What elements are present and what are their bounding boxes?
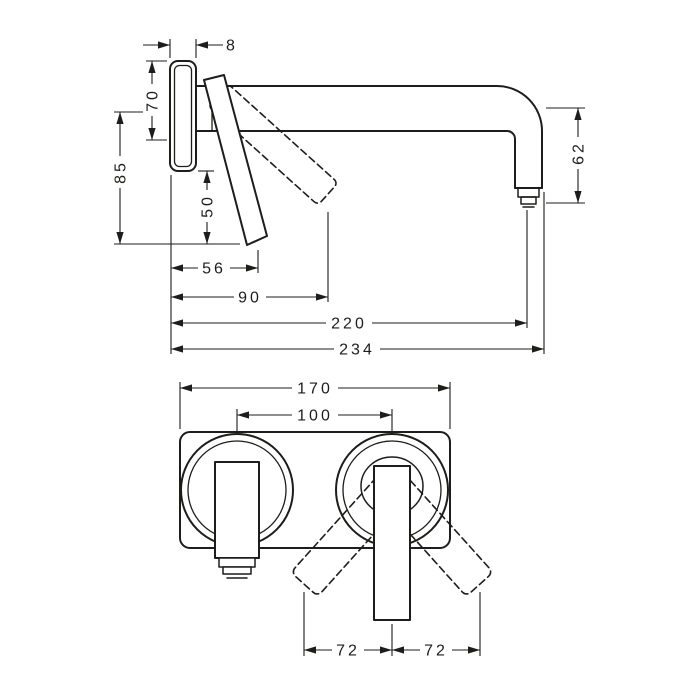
front-view [179,431,492,621]
label-mask [420,641,452,659]
label-mask [223,36,241,54]
dim-label-90: 90 [234,288,266,307]
label-mask [569,137,587,169]
dim-text-85: 85 [113,160,130,184]
label-mask [234,288,266,306]
spout-bottom-edge [195,130,516,189]
lever-solid-side [203,74,268,246]
lever-raised-dashed-side [209,85,337,204]
dim-label-170: 170 [292,379,338,398]
dim-text-56: 56 [202,261,226,278]
label-mask [292,379,338,397]
dim-text-50: 50 [200,194,217,218]
dimension-labels: 8 70 85 50 62 56 90 220 [111,36,588,660]
label-mask [326,314,372,332]
dim-text-70: 70 [145,88,162,112]
dim-text-234: 234 [339,342,375,359]
dim-label-72-left: 72 [332,641,364,660]
label-mask [198,259,230,277]
dim-label-72-right: 72 [420,641,452,660]
dim-label-220: 220 [326,314,372,333]
dim-label-56: 56 [198,259,230,278]
spout-side [195,85,543,208]
wall-plate-side [169,60,197,172]
dim-8 [143,39,223,58]
dim-label-234: 234 [334,340,380,359]
dim-text-100: 100 [297,408,333,425]
aerator-collar [517,187,540,198]
label-mask [143,84,161,116]
label-mask [332,641,364,659]
plate-inner-outline [173,64,193,168]
dim-label-100: 100 [292,406,338,425]
lever-solid-front [373,465,411,621]
dim-text-90: 90 [238,290,262,307]
side-view [169,60,543,246]
dim-text-8: 8 [226,38,238,55]
spout-body-front [214,461,260,559]
dim-text-72-left: 72 [336,643,360,660]
lever-dashed-outline [209,85,337,204]
label-mask [292,406,338,424]
dim-text-62: 62 [571,141,588,165]
dim-label-50: 50 [198,190,217,222]
aerator-tip-front [222,566,252,575]
dim-text-72-right: 72 [424,643,448,660]
label-mask [198,190,216,222]
dim-label-62: 62 [569,137,588,169]
dim-text-220: 220 [331,316,367,333]
aerator-collar-front [218,557,256,568]
plate-outline [169,60,197,172]
dim-label-8: 8 [223,36,241,55]
dim-label-70: 70 [143,84,162,116]
spout-front [214,461,260,579]
dim-label-85: 85 [111,156,130,188]
spout-top-edge [195,85,543,189]
label-mask [334,340,380,358]
aerator-tip [520,196,537,205]
dim-text-170: 170 [297,381,333,398]
label-mask [111,156,129,188]
